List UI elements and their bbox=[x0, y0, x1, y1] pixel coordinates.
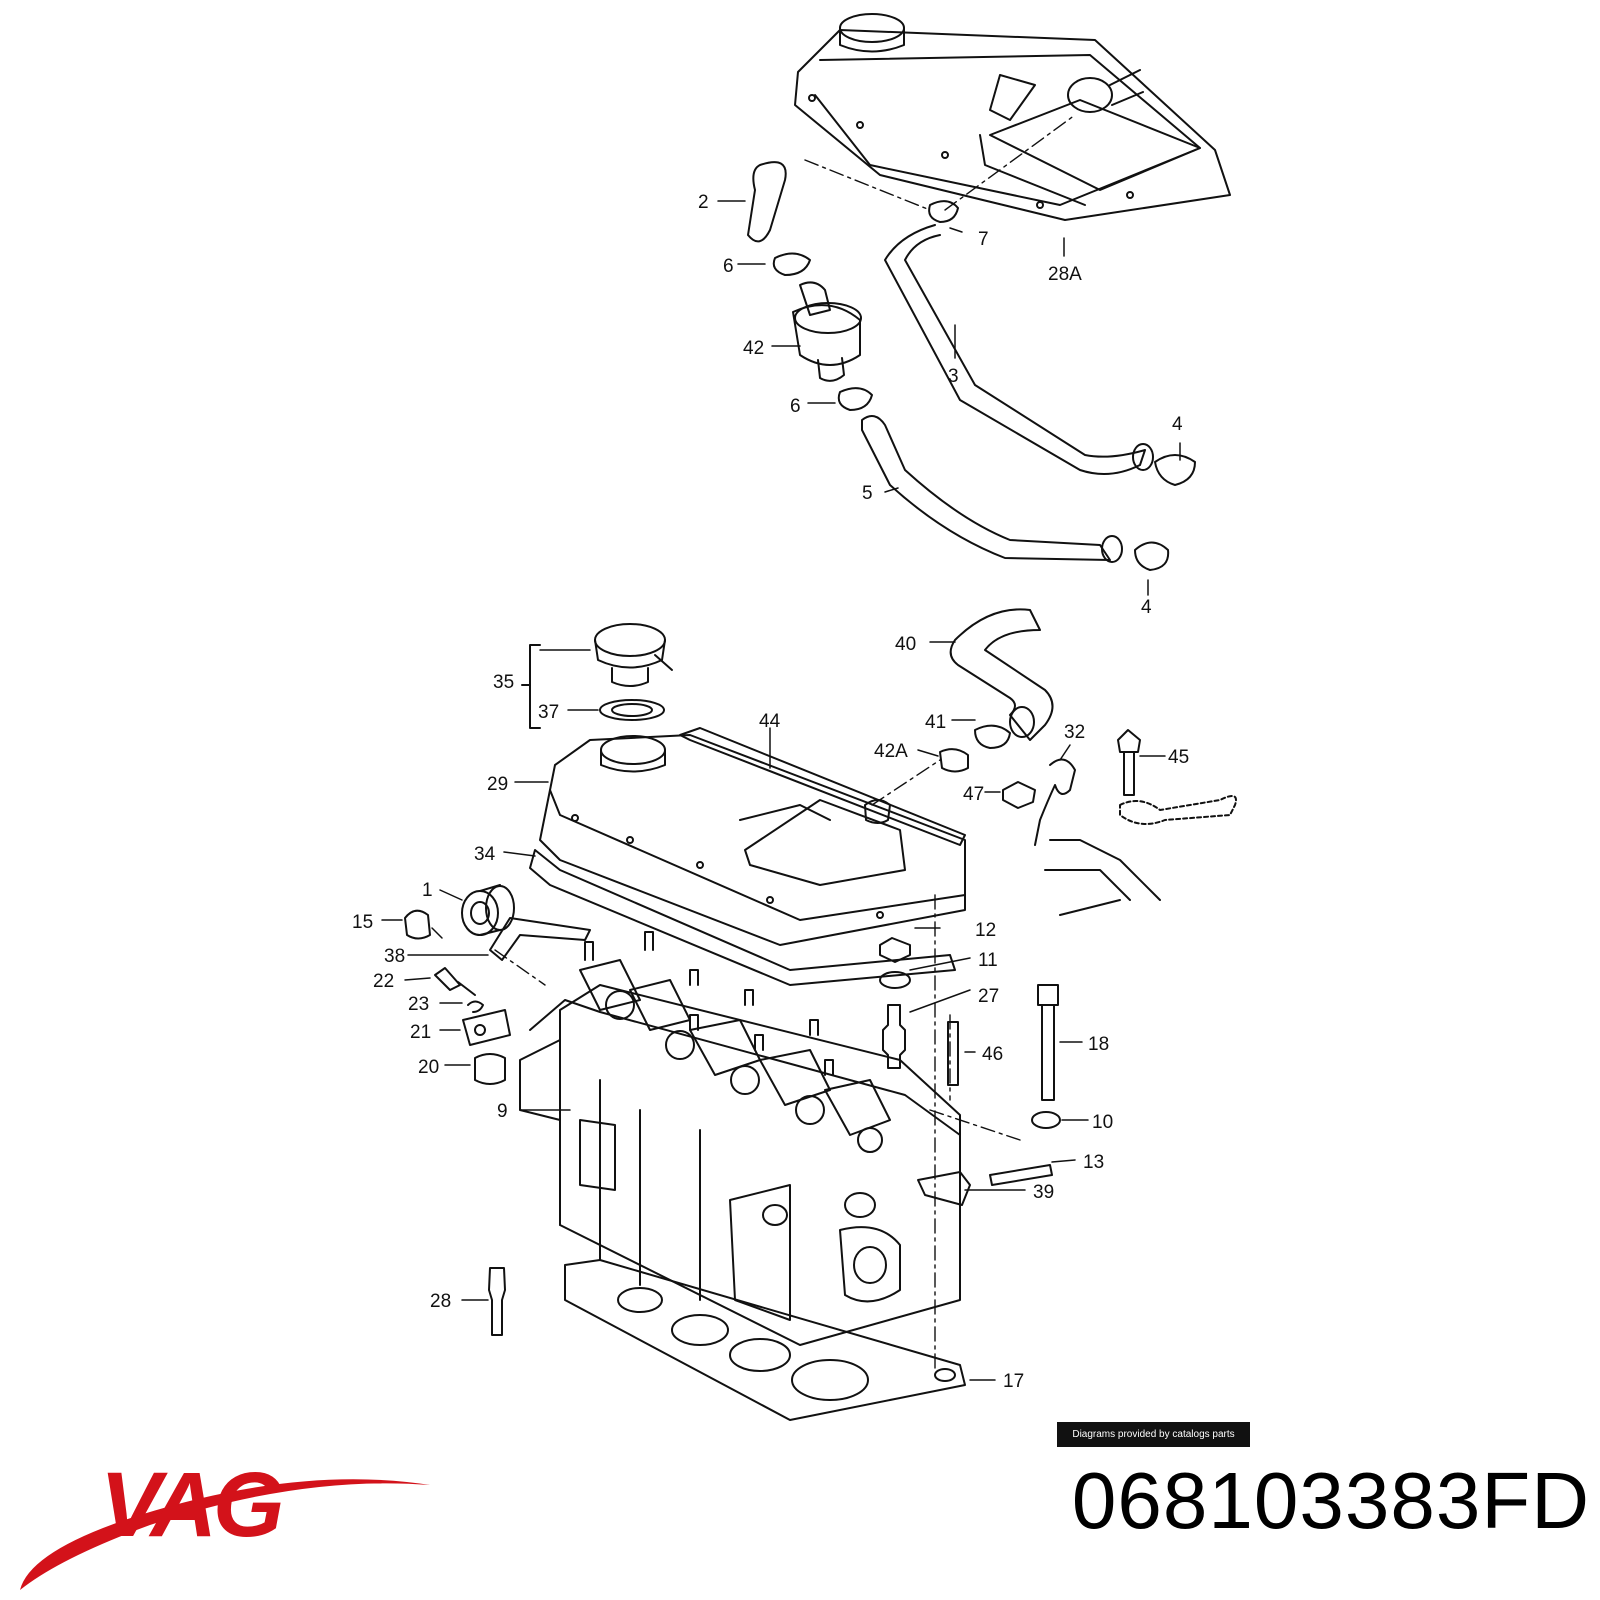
callout-label: 34 bbox=[474, 844, 496, 865]
callout-label: 12 bbox=[975, 920, 996, 941]
flange-21 bbox=[462, 1009, 511, 1046]
credit-badge: Diagrams provided by catalogs parts bbox=[1057, 1422, 1250, 1447]
callout-label: 6 bbox=[723, 256, 734, 277]
callout-label: 28A bbox=[1048, 264, 1082, 285]
callout-label: 28 bbox=[430, 1291, 451, 1312]
callout-label: 27 bbox=[978, 986, 999, 1007]
callout-label: 40 bbox=[895, 634, 916, 655]
washer-11 bbox=[879, 971, 911, 989]
callout-label: 2 bbox=[698, 192, 709, 213]
callout-label: 7 bbox=[978, 229, 989, 250]
bolt-18 bbox=[1037, 984, 1059, 1101]
callout-label: 22 bbox=[373, 971, 394, 992]
callout-label: 44 bbox=[759, 711, 781, 732]
pcv-valve-42 bbox=[792, 281, 862, 382]
bracket-39 bbox=[917, 1171, 971, 1206]
callout-label: 47 bbox=[963, 784, 984, 805]
callout-label: 38 bbox=[384, 946, 405, 967]
clip-32 bbox=[1034, 758, 1076, 846]
clamp-7 bbox=[928, 200, 959, 223]
vag-logo: VAG bbox=[20, 1454, 430, 1590]
callout-label: 21 bbox=[410, 1022, 431, 1043]
stud-27 bbox=[882, 1004, 906, 1069]
hose-2 bbox=[747, 161, 787, 243]
valve-cover-29 bbox=[539, 734, 966, 946]
callout-label: 18 bbox=[1088, 1034, 1109, 1055]
head-gasket-17 bbox=[564, 1259, 966, 1421]
callout-label: 1 bbox=[422, 880, 433, 901]
callout-label: 6 bbox=[790, 396, 801, 417]
seal-37 bbox=[599, 699, 665, 721]
clamp-4-lower bbox=[1134, 541, 1170, 571]
callout-label: 41 bbox=[925, 712, 946, 733]
washer-10 bbox=[1031, 1111, 1061, 1129]
callout-label: 46 bbox=[982, 1044, 1003, 1065]
gasket-34 bbox=[529, 849, 956, 986]
hose-5 bbox=[861, 415, 1111, 561]
bolt-45 bbox=[1117, 729, 1141, 796]
filler-cap-35 bbox=[594, 623, 673, 687]
cylinder-head-9 bbox=[519, 931, 961, 1346]
logo-text: VAG bbox=[100, 1454, 282, 1556]
callout-label: 3 bbox=[948, 366, 959, 387]
callout-label: 29 bbox=[487, 774, 508, 795]
clip-23 bbox=[467, 1000, 484, 1013]
clamp-41 bbox=[974, 724, 1011, 749]
callout-label: 32 bbox=[1064, 722, 1085, 743]
callout-label: 20 bbox=[418, 1057, 439, 1078]
gasket-44 bbox=[679, 727, 966, 846]
cup-20 bbox=[474, 1053, 506, 1085]
callout-label: 5 bbox=[862, 483, 873, 504]
pipe-38 bbox=[489, 917, 591, 961]
nut-47 bbox=[1002, 781, 1036, 809]
bearing-1 bbox=[461, 884, 515, 936]
callout-label: 35 bbox=[493, 672, 514, 693]
callout-label: 37 bbox=[538, 702, 559, 723]
hose-3 bbox=[884, 224, 1146, 475]
callout-label: 42A bbox=[874, 741, 908, 762]
callout-label: 9 bbox=[497, 1101, 508, 1122]
nut-12 bbox=[879, 937, 911, 963]
stud-46 bbox=[947, 1021, 959, 1086]
hose-40 bbox=[949, 608, 1054, 741]
valve-guide-28 bbox=[488, 1267, 506, 1336]
plug-15 bbox=[404, 909, 431, 940]
callout-label: 39 bbox=[1033, 1182, 1054, 1203]
valve-cover-upper bbox=[794, 13, 1231, 221]
callout-label: 10 bbox=[1092, 1112, 1113, 1133]
clamp-4-upper bbox=[1154, 454, 1196, 486]
stud-13 bbox=[989, 1164, 1053, 1186]
part-number: 068103383FD bbox=[1071, 1456, 1590, 1545]
bolt-22 bbox=[434, 967, 476, 996]
callout-label: 17 bbox=[1003, 1371, 1024, 1392]
callout-label: 4 bbox=[1141, 597, 1152, 618]
callout-label: 13 bbox=[1083, 1152, 1104, 1173]
clamp-6-upper bbox=[772, 252, 811, 276]
logo-swoosh bbox=[20, 1479, 430, 1590]
clamp-6-lower bbox=[837, 387, 873, 411]
callout-label: 23 bbox=[408, 994, 429, 1015]
exploded-parts-diagram: 2 7 28A 6 42 3 6 4 5 4 40 35 37 44 41 32… bbox=[352, 13, 1237, 1421]
callout-label: 15 bbox=[352, 912, 373, 933]
callout-label: 45 bbox=[1168, 747, 1189, 768]
valve-42a bbox=[939, 748, 969, 773]
callout-label: 11 bbox=[978, 950, 998, 971]
callout-label: 4 bbox=[1172, 414, 1183, 435]
callout-label: 42 bbox=[743, 338, 764, 359]
